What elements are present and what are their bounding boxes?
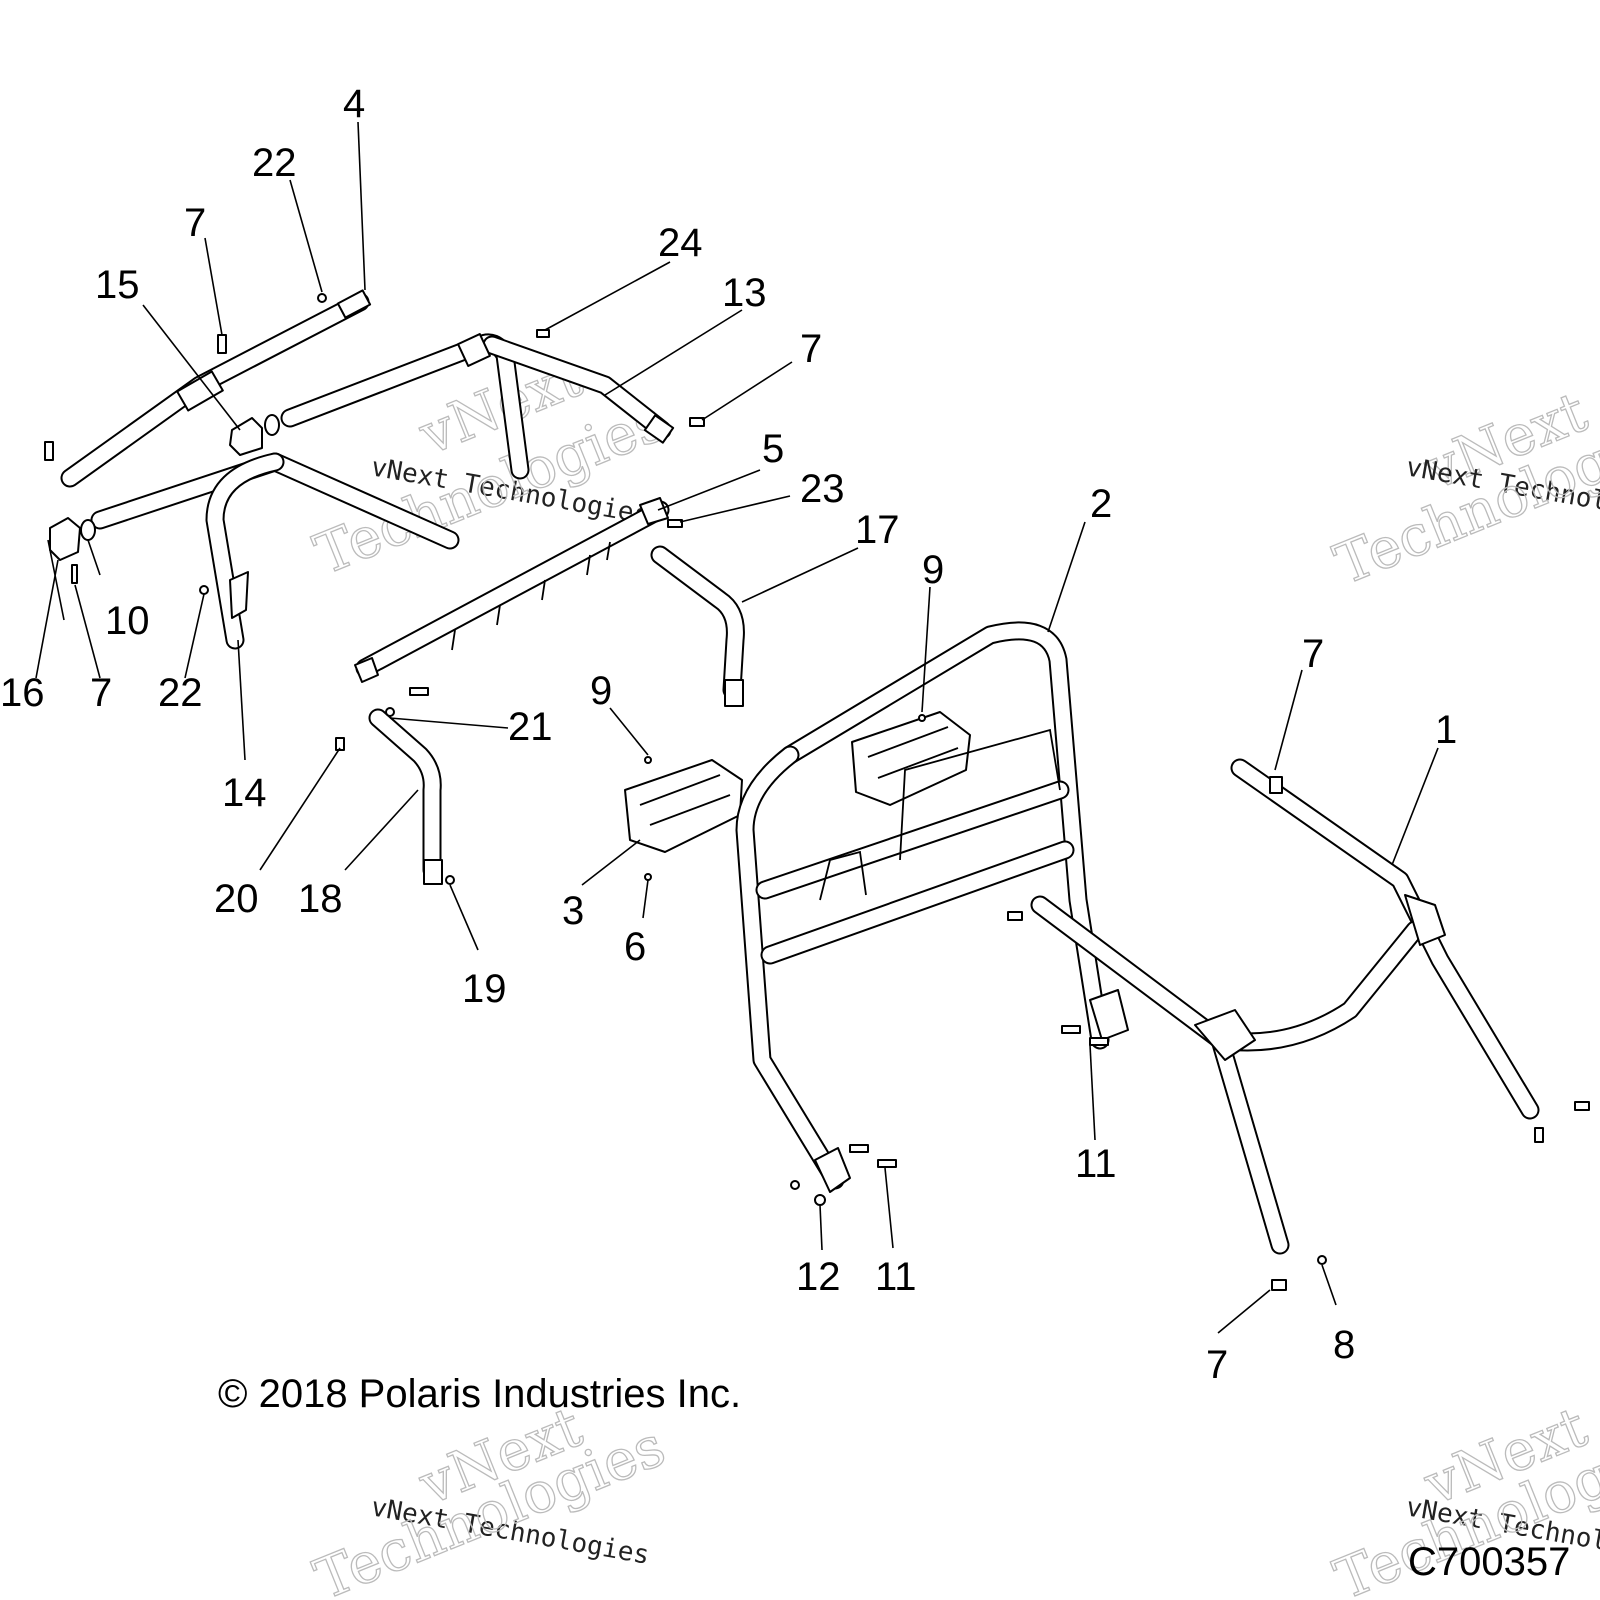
watermark-top-right: vNext vNext Technologies Technologies [1325, 379, 1600, 599]
callout-7: 7 [184, 201, 206, 245]
part-14-front-tube [90, 452, 460, 650]
callout-19: 19 [462, 967, 507, 1011]
callout-22: 22 [252, 141, 297, 185]
callout-13: 13 [722, 271, 767, 315]
callout-5: 5 [762, 427, 784, 471]
callout-15: 15 [95, 263, 140, 307]
callout-22: 22 [158, 671, 203, 715]
callout-7: 7 [800, 327, 822, 371]
callout-17: 17 [855, 508, 900, 552]
callouts: 4 22 7 15 24 13 7 5 23 17 2 9 7 1 9 21 3… [0, 82, 1457, 1387]
callout-21: 21 [508, 705, 553, 749]
callout-24: 24 [658, 221, 703, 265]
part-18-strut [368, 708, 443, 885]
callout-12: 12 [796, 1255, 841, 1299]
part-2-rear-cage [735, 621, 1129, 1193]
callout-14: 14 [222, 771, 267, 815]
diagram-code: C700357 [1408, 1540, 1571, 1584]
part-1-rear-frame [1030, 758, 1540, 1255]
callout-11: 11 [875, 1255, 917, 1299]
watermark-bottom-center: vNext vNext Technologies Technologies [305, 1394, 674, 1600]
part-4-roof-side-tube [60, 289, 372, 488]
callout-9: 9 [590, 669, 612, 713]
part-16-clamp [49, 517, 81, 561]
callout-7: 7 [1302, 632, 1324, 676]
callout-2: 2 [1090, 482, 1112, 526]
callout-9: 9 [922, 548, 944, 592]
callout-7: 7 [90, 671, 112, 715]
callout-11: 11 [1075, 1142, 1117, 1186]
part-17-strut [650, 545, 745, 707]
callout-20: 20 [214, 877, 259, 921]
callout-23: 23 [800, 467, 845, 511]
callout-8: 8 [1333, 1323, 1355, 1367]
callout-7: 7 [1206, 1343, 1228, 1387]
callout-1: 1 [1435, 708, 1457, 752]
part-9-bracket [851, 711, 971, 806]
callout-6: 6 [624, 925, 646, 969]
copyright-notice: © 2018 Polaris Industries Inc. [218, 1372, 742, 1416]
callout-16: 16 [0, 671, 45, 715]
fasteners [44, 293, 1590, 1291]
part-13-upper-tube [280, 333, 675, 480]
callout-18: 18 [298, 877, 343, 921]
part-5-cross-bar [354, 497, 670, 683]
callout-10: 10 [105, 599, 150, 643]
callout-4: 4 [343, 82, 365, 126]
part-3-bracket [624, 759, 743, 853]
callout-3: 3 [562, 889, 584, 933]
leader-lines [35, 121, 1439, 1334]
